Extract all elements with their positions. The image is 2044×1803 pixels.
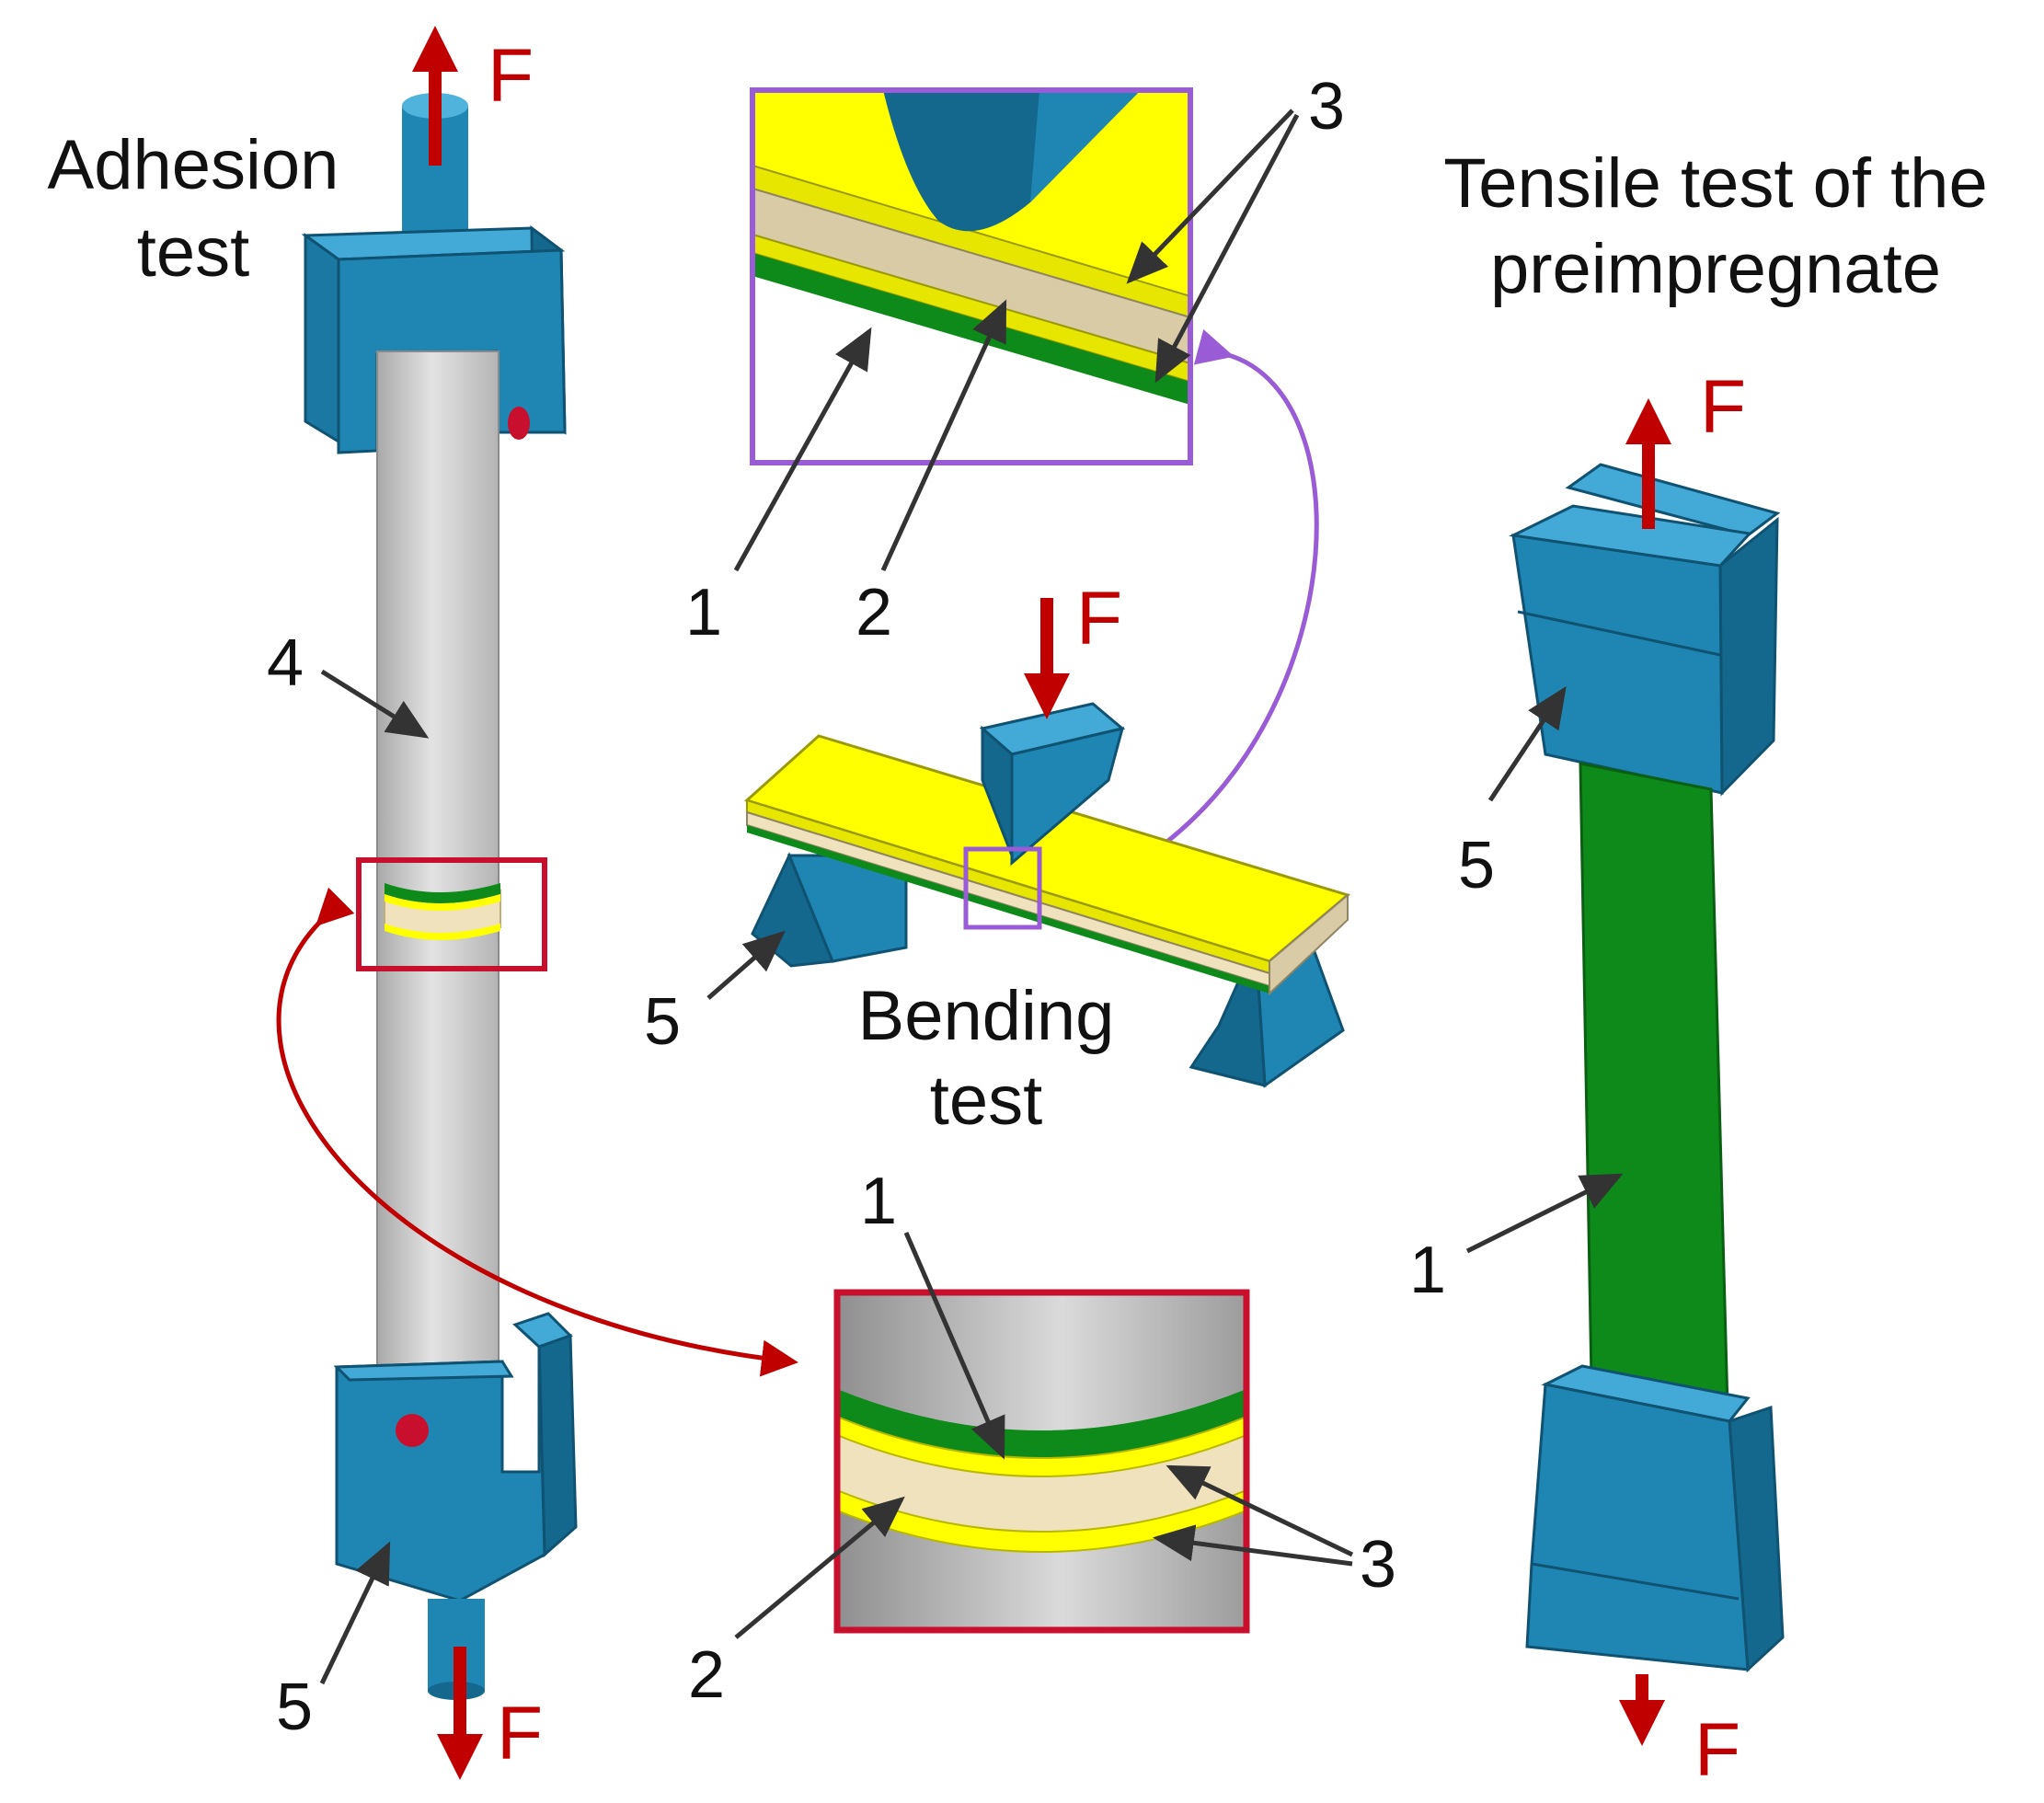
pointer-arrow-icon bbox=[1465, 1173, 1624, 1254]
force-arrow-icon bbox=[1024, 598, 1070, 719]
bending-title-line2: test bbox=[930, 1062, 1043, 1140]
tensile-force-top-label: F bbox=[1700, 365, 1746, 449]
zoom-b-label-3: 3 bbox=[1308, 70, 1345, 144]
pointer-arrow-icon bbox=[319, 1541, 391, 1685]
pointer-arrow-icon bbox=[903, 1232, 1005, 1460]
prepreg-strip bbox=[1579, 762, 1729, 1409]
force-arrow-icon bbox=[1625, 398, 1671, 529]
pointer-arrow-icon bbox=[1487, 685, 1567, 802]
zoom-b-label-2: 2 bbox=[855, 576, 892, 649]
label-4: 4 bbox=[267, 626, 304, 700]
pointer-arrow-icon bbox=[1126, 109, 1294, 284]
bending-callout-box bbox=[963, 846, 1042, 930]
tensile-test-setup: Tensile test of the preimpregnate F bbox=[1409, 144, 1988, 1792]
adhesion-force-bottom-label: F bbox=[497, 1692, 543, 1775]
adhesion-title-line2: test bbox=[137, 213, 250, 292]
force-arrow-icon bbox=[437, 1647, 483, 1780]
adhesion-force-top-label: F bbox=[488, 34, 534, 118]
zoom-a-label-2: 2 bbox=[688, 1638, 725, 1712]
pointer-arrow-icon bbox=[1153, 1524, 1353, 1567]
bottom-tensile-grip bbox=[1525, 1364, 1785, 1673]
steel-rod bbox=[376, 350, 500, 1392]
bending-zoom-link bbox=[1069, 328, 1319, 900]
bending-zoom-frame bbox=[750, 87, 1193, 465]
adhesion-title-line1: Adhesion bbox=[48, 126, 339, 204]
pointer-arrow-icon bbox=[880, 299, 1007, 572]
loading-nose bbox=[979, 702, 1126, 867]
bending-test-setup: F Bending test 5 bbox=[644, 577, 1351, 1140]
bending-zoom-panel: 3 1 2 bbox=[685, 70, 1345, 649]
zoom-a-label-3: 3 bbox=[1360, 1528, 1396, 1602]
force-arrow-icon bbox=[412, 26, 458, 166]
pointer-arrow-icon bbox=[320, 669, 430, 739]
tensile-label-5: 5 bbox=[1458, 829, 1495, 902]
zoom-b-label-1: 1 bbox=[685, 576, 722, 649]
bending-specimen bbox=[744, 734, 1351, 996]
adhesion-zoom-link bbox=[276, 887, 798, 1377]
tensile-force-bottom-label: F bbox=[1694, 1708, 1740, 1792]
bending-title-line1: Bending bbox=[858, 977, 1115, 1055]
pointer-arrow-icon bbox=[733, 327, 872, 572]
tensile-title-line2: preimpregnate bbox=[1490, 230, 1941, 308]
zoom-a-label-1: 1 bbox=[860, 1165, 897, 1238]
tensile-label-1: 1 bbox=[1409, 1234, 1446, 1307]
pin-hole-icon bbox=[508, 407, 530, 440]
adhesion-test-setup: F F Adhesion test 4 5 bbox=[48, 26, 578, 1780]
pointer-arrow-icon bbox=[1166, 1464, 1354, 1557]
force-arrow-icon bbox=[1619, 1674, 1665, 1746]
label-5: 5 bbox=[276, 1671, 313, 1744]
adhesion-zoom-frame bbox=[833, 1289, 1250, 1634]
pin-hole-icon bbox=[396, 1414, 429, 1447]
bending-force-label: F bbox=[1076, 577, 1122, 660]
adhesion-zoom-panel: 1 2 3 bbox=[688, 1165, 1396, 1712]
bending-label-5: 5 bbox=[644, 985, 681, 1059]
pointer-arrow-icon bbox=[734, 1496, 905, 1639]
tensile-title-line1: Tensile test of the bbox=[1443, 144, 1987, 223]
pointer-arrow-icon bbox=[706, 930, 786, 1000]
